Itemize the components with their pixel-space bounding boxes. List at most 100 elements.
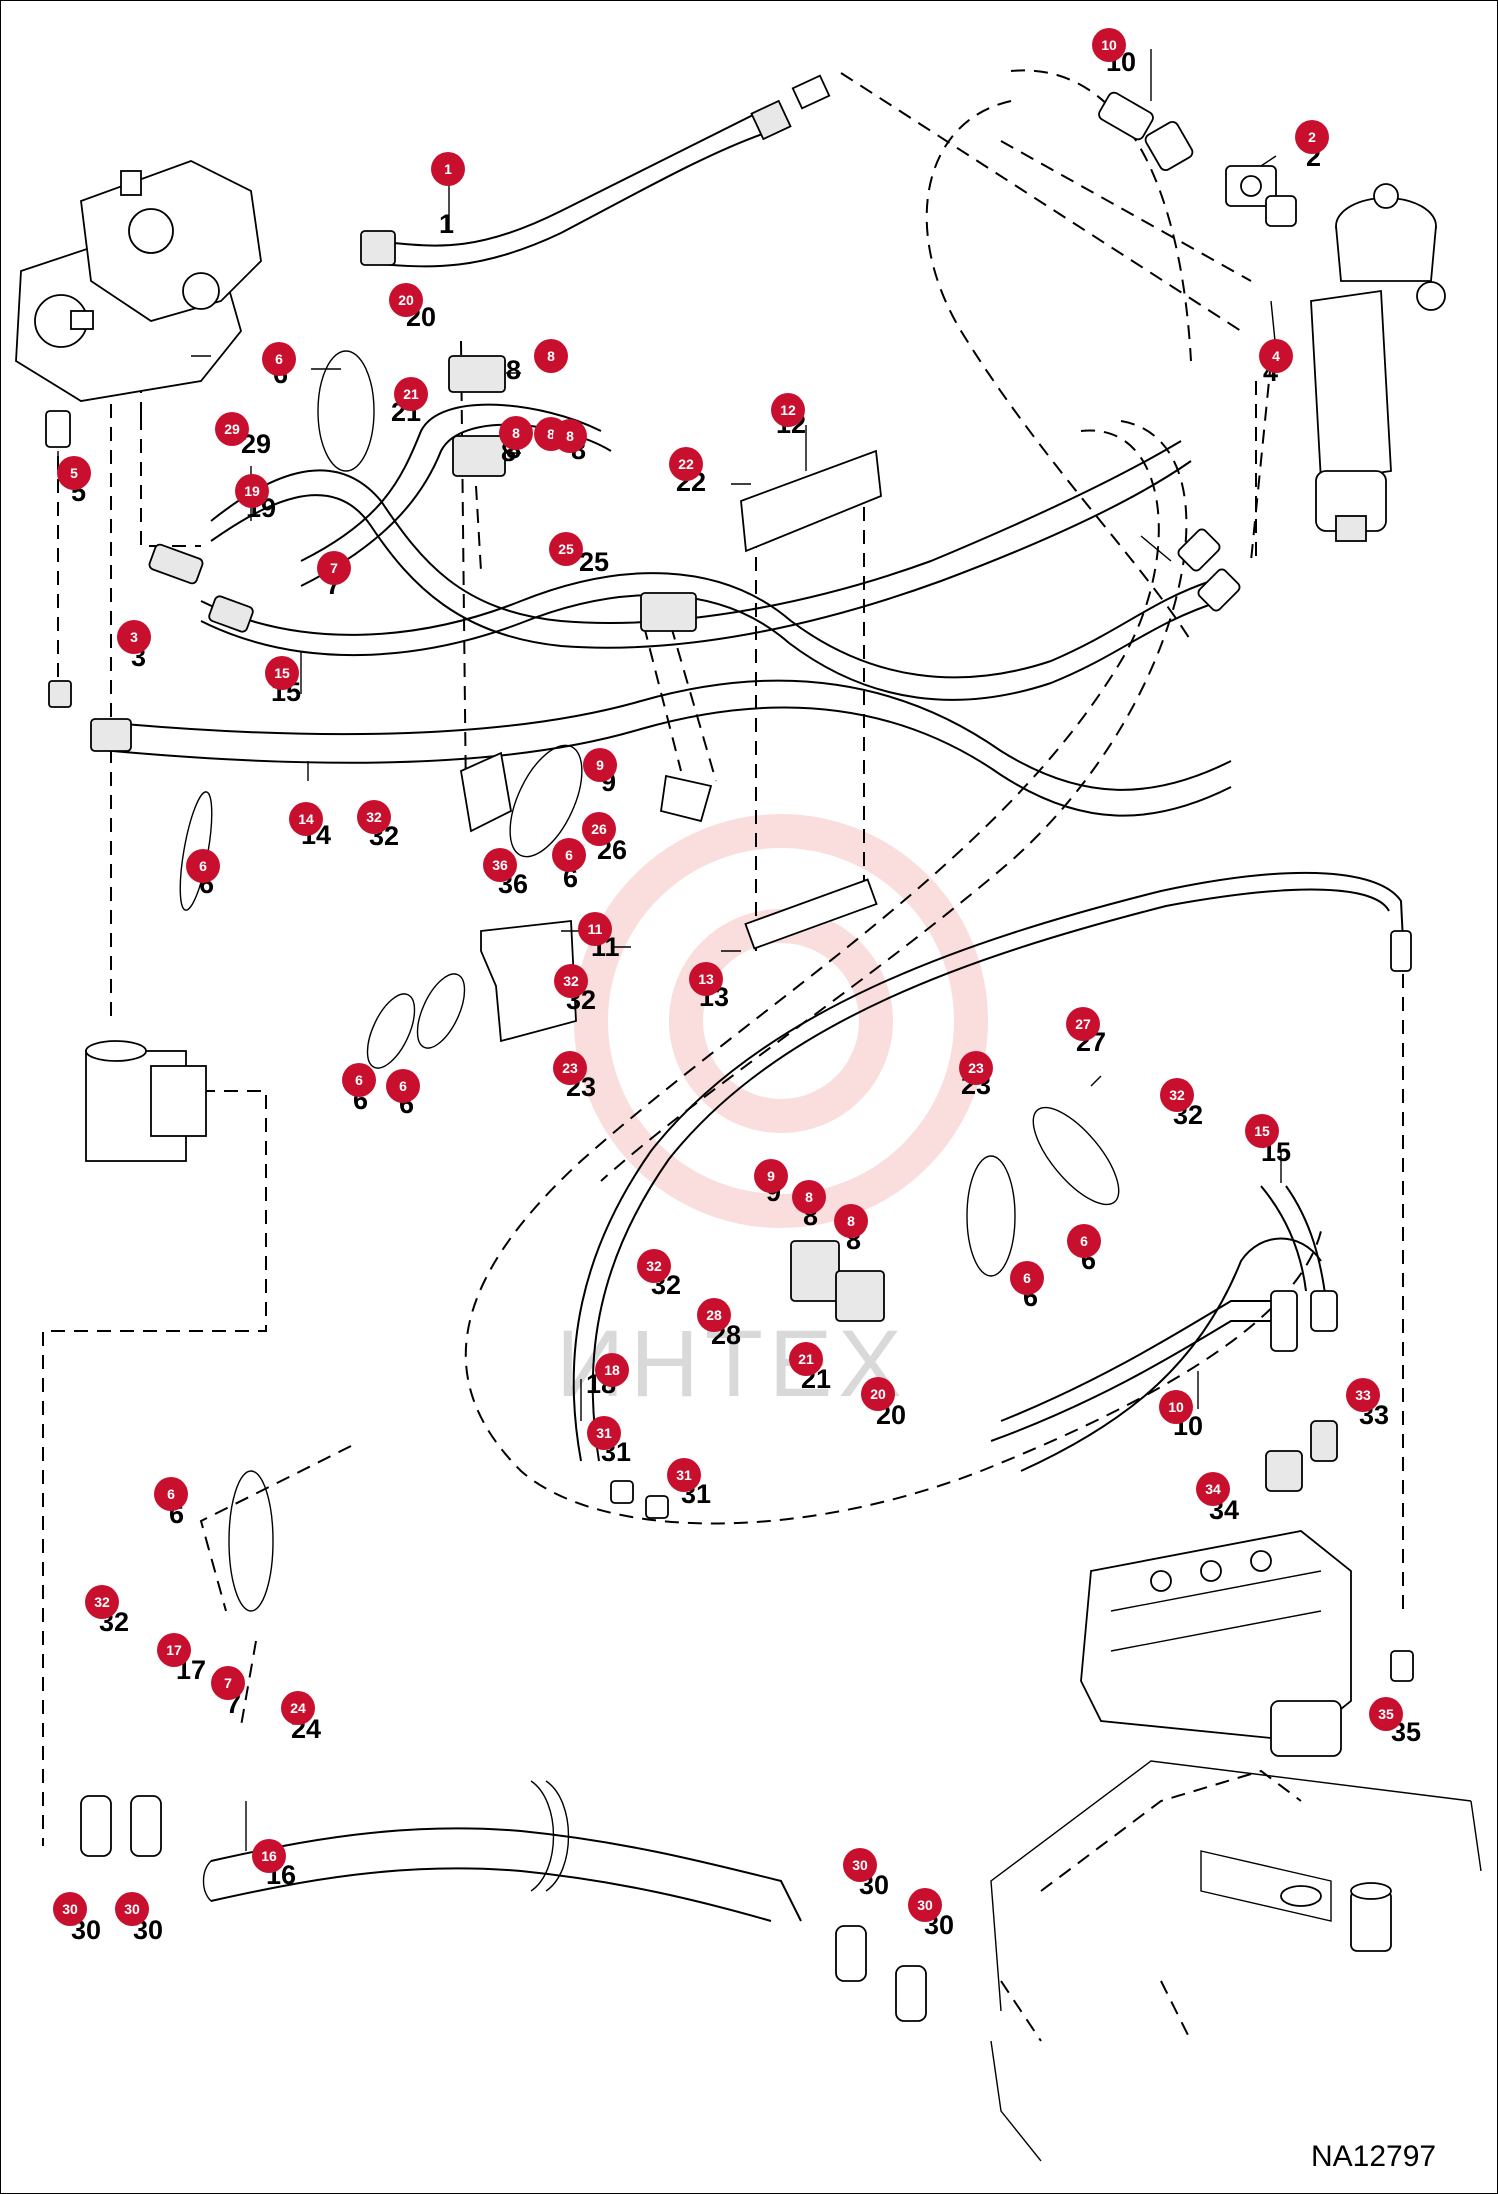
callout-badge[interactable]: 1: [431, 152, 465, 186]
callout-badge-circle[interactable]: [1259, 339, 1293, 373]
callout-badge-circle[interactable]: [637, 1249, 671, 1283]
callout-badge[interactable]: 18: [595, 1353, 629, 1387]
callout-badge-circle[interactable]: [587, 1416, 621, 1450]
callout-badge-circle[interactable]: [1295, 120, 1329, 154]
callout-badge[interactable]: 7: [211, 1666, 245, 1700]
callout-badge-circle[interactable]: [53, 1892, 87, 1926]
callout-badge-circle[interactable]: [499, 416, 533, 450]
callout-badge-circle[interactable]: [85, 1585, 119, 1619]
callout-badge[interactable]: 4: [1259, 339, 1293, 373]
callout-badge-circle[interactable]: [595, 1353, 629, 1387]
callout-badge-circle[interactable]: [1245, 1114, 1279, 1148]
callout-badge[interactable]: 32: [1160, 1078, 1194, 1112]
callout-badge-circle[interactable]: [834, 1204, 868, 1238]
callout-badge[interactable]: 2: [1295, 120, 1329, 154]
callout-badge[interactable]: 32: [357, 800, 391, 834]
callout-badge-circle[interactable]: [483, 848, 517, 882]
callout-badge[interactable]: 30: [843, 1848, 877, 1882]
callout-badge[interactable]: 11: [578, 912, 612, 946]
callout-badge[interactable]: 6: [262, 342, 296, 376]
callout-badge[interactable]: 21: [394, 377, 428, 411]
callout-badge[interactable]: 6: [186, 849, 220, 883]
callout-badge-circle[interactable]: [534, 339, 568, 373]
callout-badge-circle[interactable]: [669, 447, 703, 481]
callout-badge[interactable]: 10: [1092, 28, 1126, 62]
callout-badge[interactable]: 30: [908, 1888, 942, 1922]
callout-badge-circle[interactable]: [389, 283, 423, 317]
callout-badge[interactable]: 17: [157, 1633, 191, 1667]
callout-badge-circle[interactable]: [552, 838, 586, 872]
callout-badge[interactable]: 12: [771, 393, 805, 427]
callout-badge-circle[interactable]: [1159, 1390, 1193, 1424]
callout-badge-circle[interactable]: [211, 1666, 245, 1700]
callout-badge-circle[interactable]: [1346, 1378, 1380, 1412]
callout-badge-circle[interactable]: [252, 1839, 286, 1873]
callout-badge-circle[interactable]: [578, 912, 612, 946]
callout-badge-circle[interactable]: [553, 1051, 587, 1085]
callout-badge[interactable]: 6: [1010, 1261, 1044, 1295]
callout-badge[interactable]: 15: [1245, 1114, 1279, 1148]
callout-badge-circle[interactable]: [57, 456, 91, 490]
callout-badge[interactable]: 16: [252, 1839, 286, 1873]
callout-badge[interactable]: 14: [289, 802, 323, 836]
callout-badge[interactable]: 6: [154, 1477, 188, 1511]
callout-badge[interactable]: 23: [959, 1051, 993, 1085]
callout-badge-circle[interactable]: [667, 1458, 701, 1492]
callout-badge-circle[interactable]: [281, 1691, 315, 1725]
callout-badge[interactable]: 10: [1159, 1390, 1193, 1424]
callout-badge[interactable]: 26: [582, 812, 616, 846]
callout-badge-circle[interactable]: [583, 748, 617, 782]
callout-badge-circle[interactable]: [186, 849, 220, 883]
callout-badge[interactable]: 6: [1067, 1224, 1101, 1258]
callout-badge[interactable]: 22: [669, 447, 703, 481]
callout-badge[interactable]: 25: [549, 532, 583, 566]
callout-badge-circle[interactable]: [554, 964, 588, 998]
callout-badge-circle[interactable]: [843, 1848, 877, 1882]
callout-badge-circle[interactable]: [431, 152, 465, 186]
callout-badge-circle[interactable]: [342, 1063, 376, 1097]
callout-badge-circle[interactable]: [959, 1051, 993, 1085]
callout-badge-circle[interactable]: [697, 1298, 731, 1332]
callout-badge[interactable]: 6: [386, 1069, 420, 1103]
callout-badge-circle[interactable]: [317, 551, 351, 585]
callout-badge-circle[interactable]: [386, 1069, 420, 1103]
callout-badge[interactable]: 3: [117, 620, 151, 654]
callout-badge-circle[interactable]: [792, 1180, 826, 1214]
callout-badge[interactable]: 9: [583, 748, 617, 782]
callout-badge-circle[interactable]: [117, 620, 151, 654]
callout-badge[interactable]: 32: [637, 1249, 671, 1283]
callout-badge-circle[interactable]: [1010, 1261, 1044, 1295]
callout-badge-circle[interactable]: [582, 812, 616, 846]
callout-badge[interactable]: 36: [483, 848, 517, 882]
callout-badge[interactable]: 20: [389, 283, 423, 317]
callout-badge[interactable]: 29: [215, 412, 249, 446]
callout-badge-circle[interactable]: [689, 962, 723, 996]
callout-badge[interactable]: 8: [553, 419, 587, 453]
callout-badge-circle[interactable]: [357, 800, 391, 834]
callout-badge-circle[interactable]: [1067, 1224, 1101, 1258]
callout-badge[interactable]: 7: [317, 551, 351, 585]
callout-badge[interactable]: 8: [834, 1204, 868, 1238]
callout-badge-circle[interactable]: [771, 393, 805, 427]
callout-badge[interactable]: 6: [342, 1063, 376, 1097]
callout-badge[interactable]: 27: [1066, 1007, 1100, 1041]
callout-badge[interactable]: 15: [265, 656, 299, 690]
callout-badge[interactable]: 30: [115, 1892, 149, 1926]
callout-badge-circle[interactable]: [553, 419, 587, 453]
callout-badge[interactable]: 33: [1346, 1378, 1380, 1412]
callout-badge-circle[interactable]: [265, 656, 299, 690]
callout-badge-circle[interactable]: [908, 1888, 942, 1922]
callout-badge-circle[interactable]: [115, 1892, 149, 1926]
callout-badge[interactable]: 21: [789, 1342, 823, 1376]
callout-badge-circle[interactable]: [754, 1159, 788, 1193]
callout-badge[interactable]: 9: [754, 1159, 788, 1193]
callout-badge[interactable]: 32: [85, 1585, 119, 1619]
callout-badge-circle[interactable]: [157, 1633, 191, 1667]
callout-badge-circle[interactable]: [215, 412, 249, 446]
callout-badge[interactable]: 35: [1369, 1697, 1403, 1731]
callout-badge-circle[interactable]: [1092, 28, 1126, 62]
callout-badge[interactable]: 19: [235, 474, 269, 508]
callout-badge-circle[interactable]: [549, 532, 583, 566]
callout-badge[interactable]: 31: [587, 1416, 621, 1450]
callout-badge-circle[interactable]: [861, 1377, 895, 1411]
